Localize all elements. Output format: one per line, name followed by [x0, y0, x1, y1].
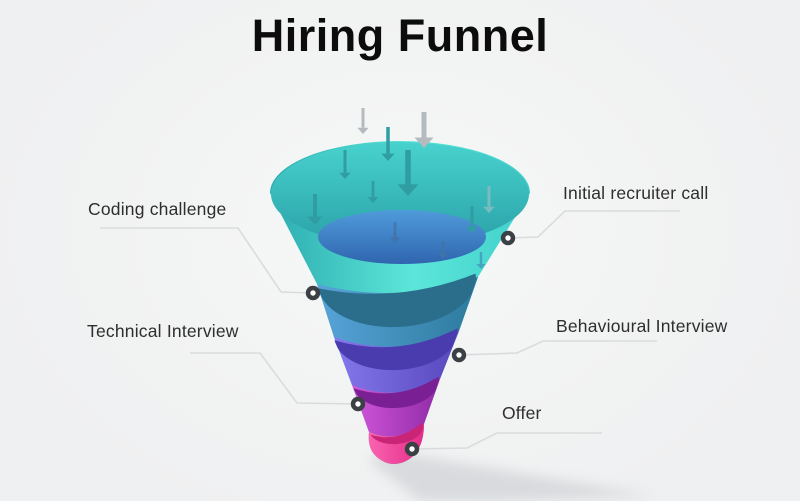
- arrows-pool: [389, 222, 486, 269]
- down-arrow-icon: [476, 252, 486, 269]
- callout-initial-recruiter-call: Initial recruiter call: [563, 183, 709, 203]
- down-arrow-icon: [389, 222, 401, 243]
- connector-line-initial: [507, 210, 680, 239]
- down-arrow-icon: [367, 181, 379, 203]
- connector-lines: [100, 210, 680, 450]
- connector-dots: [305, 230, 516, 457]
- down-arrow-icon: [483, 186, 495, 213]
- connector-dot-centers: [310, 235, 511, 452]
- down-arrow-icon: [397, 150, 419, 196]
- down-arrow-icon: [437, 241, 449, 259]
- page-title: Hiring Funnel: [251, 10, 549, 61]
- callout-offer: Offer: [502, 403, 542, 423]
- connector-line-technical: [190, 352, 359, 405]
- down-arrow-icon: [307, 194, 323, 225]
- callout-coding-challenge: Coding challenge: [88, 199, 227, 219]
- down-arrow-icon: [339, 150, 351, 179]
- arrows-above: [357, 108, 434, 148]
- funnel-shadow: [368, 451, 655, 501]
- connector-line-offer: [411, 432, 602, 450]
- arrows-inside-light: [483, 186, 495, 213]
- connector-line-coding: [100, 227, 314, 294]
- down-arrow-icon: [357, 108, 369, 134]
- funnel-pool: [318, 210, 486, 264]
- down-arrow-icon: [466, 206, 478, 233]
- connector-line-behavioural: [458, 340, 657, 356]
- down-arrow-icon: [414, 112, 434, 148]
- down-arrow-icon: [381, 127, 395, 161]
- callout-behavioural-interview: Behavioural Interview: [556, 316, 728, 336]
- callout-technical-interview: Technical Interview: [87, 321, 239, 341]
- arrows-inside: [307, 127, 478, 233]
